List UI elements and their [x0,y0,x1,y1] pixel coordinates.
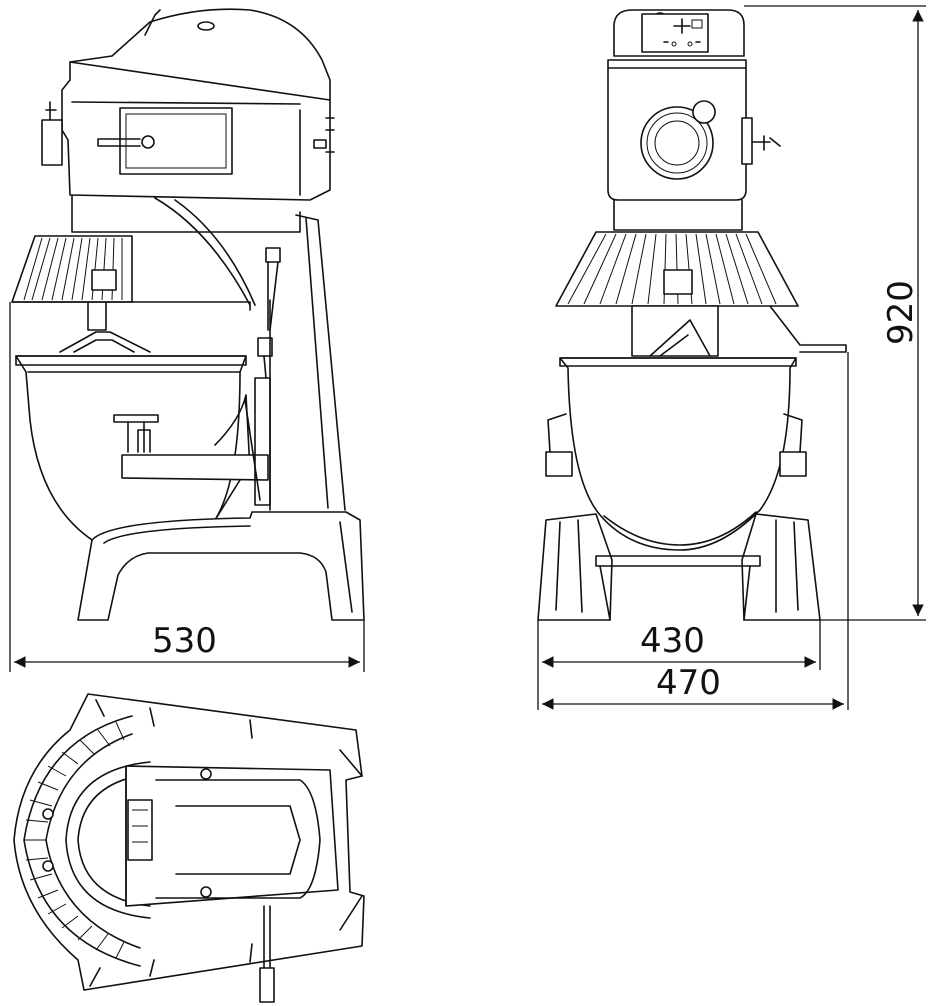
side-width-label: 530 [152,621,217,661]
side-width-dimension: 530 [9,302,365,672]
front-attachment-hub [640,106,714,180]
front-width-label: 470 [656,663,721,703]
side-base [77,511,365,621]
front-view [537,9,847,621]
inner-width-label: 430 [640,621,705,661]
side-view [11,8,365,621]
front-base-right [741,513,821,621]
top-view [13,693,365,1003]
side-nameplate [119,107,233,175]
side-bowl [15,355,247,546]
side-handle [41,119,63,166]
top-lever-handle [259,967,275,1003]
front-dimensions: 430 470 920 [537,5,926,710]
height-label: 920 [881,280,921,345]
side-bowl-arm [121,454,269,481]
side-column [269,214,346,511]
side-speed-knob [141,135,155,149]
